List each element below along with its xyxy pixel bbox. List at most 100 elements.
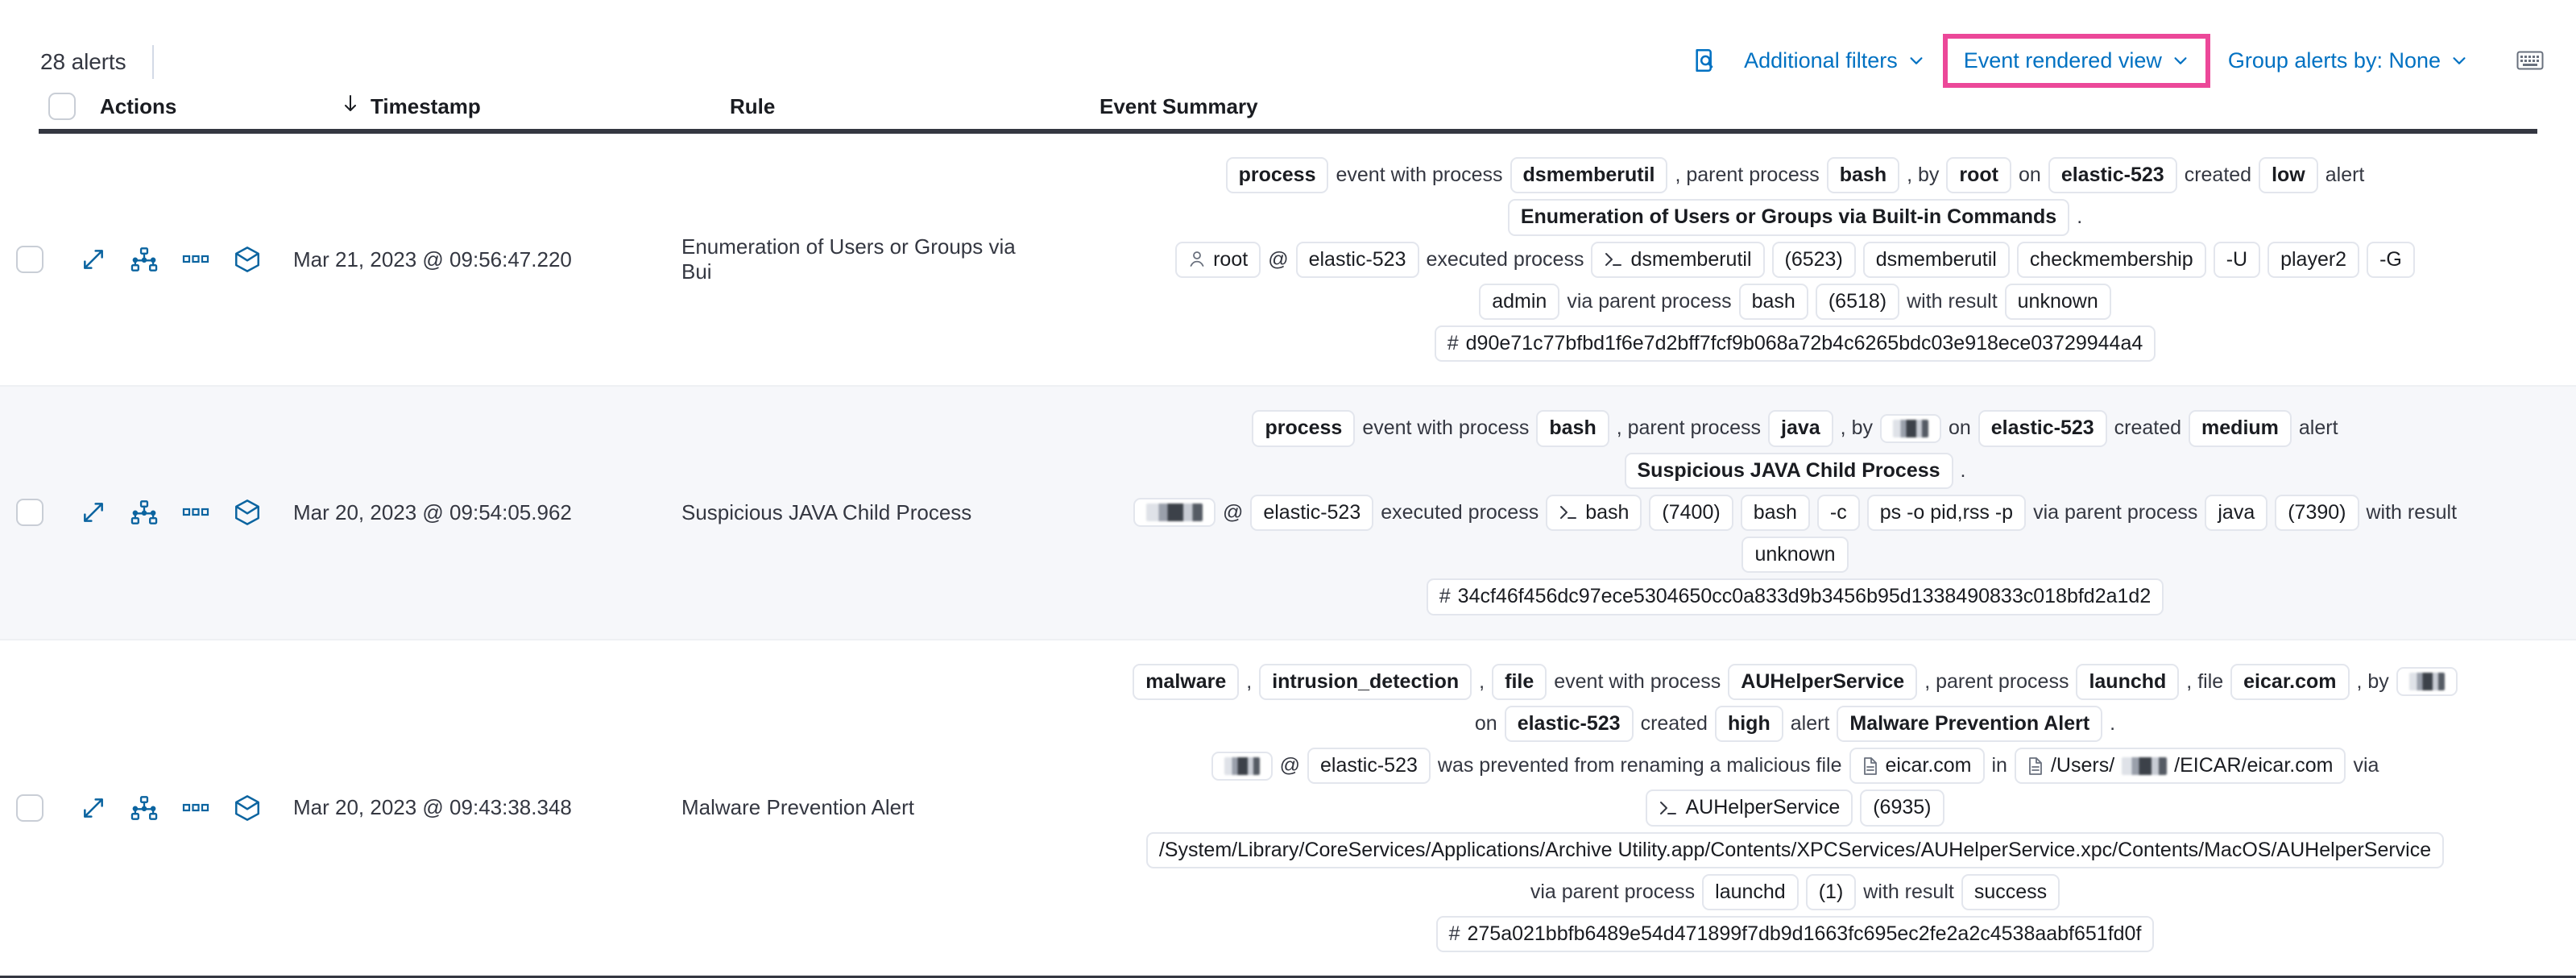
keyboard-icon[interactable]: [2516, 50, 2544, 71]
summary-text: on: [1475, 712, 1497, 736]
expand-icon[interactable]: [81, 499, 106, 525]
summary-pill[interactable]: malware: [1133, 664, 1239, 700]
row-select-checkbox[interactable]: [16, 794, 43, 822]
more-actions-icon[interactable]: [182, 252, 209, 267]
summary-pill[interactable]: java: [1768, 410, 1833, 446]
session-view-icon[interactable]: [234, 794, 261, 822]
summary-pill[interactable]: [2396, 667, 2458, 696]
summary-pill[interactable]: admin: [1479, 284, 1559, 320]
summary-text: , file: [2186, 670, 2223, 694]
summary-pill[interactable]: AUHelperService: [1646, 789, 1853, 826]
summary-pill[interactable]: eicar.com: [1849, 748, 1985, 784]
row-select-checkbox[interactable]: [16, 499, 43, 526]
additional-filters-label: Additional filters: [1744, 48, 1898, 73]
row-select-cell: [0, 134, 52, 385]
summary-pill[interactable]: AUHelperService: [1728, 664, 1917, 700]
summary-pill[interactable]: -G: [2367, 242, 2415, 278]
summary-pill[interactable]: elastic-523: [1978, 410, 2107, 446]
summary-pill[interactable]: (7390): [2275, 495, 2359, 531]
summary-text: via parent process: [2033, 501, 2197, 524]
summary-pill[interactable]: medium: [2189, 410, 2292, 446]
summary-pill[interactable]: elastic-523: [2048, 157, 2177, 193]
summary-pill-label: (7400): [1662, 500, 1720, 525]
column-header-actions[interactable]: Actions: [100, 94, 176, 119]
additional-filters-button[interactable]: Additional filters: [1731, 40, 1938, 81]
summary-pill[interactable]: (1): [1806, 874, 1857, 910]
summary-pill[interactable]: process: [1226, 157, 1329, 193]
summary-pill[interactable]: (6935): [1860, 789, 1944, 826]
select-all-checkbox[interactable]: [48, 93, 76, 120]
summary-pill[interactable]: bash: [1741, 495, 1810, 531]
summary-pill[interactable]: bash: [1739, 284, 1808, 320]
summary-pill[interactable]: bash: [1827, 157, 1899, 193]
summary-pill[interactable]: high: [1715, 706, 1783, 742]
summary-pill[interactable]: -c: [1817, 495, 1860, 531]
summary-pill[interactable]: [1880, 414, 1941, 443]
column-header-event-summary[interactable]: Event Summary: [1100, 94, 1258, 119]
summary-pill[interactable]: elastic-523: [1505, 706, 1634, 742]
summary-pill-label: elastic-523: [1309, 247, 1406, 272]
summary-pill[interactable]: elastic-523: [1250, 495, 1373, 531]
summary-pill[interactable]: -U: [2214, 242, 2260, 278]
summary-pill[interactable]: intrusion_detection: [1259, 664, 1472, 700]
summary-pill[interactable]: launchd: [2076, 664, 2179, 700]
summary-pill[interactable]: (6518): [1816, 284, 1899, 320]
summary-pill[interactable]: file: [1492, 664, 1547, 700]
summary-pill[interactable]: dsmemberutil: [1591, 242, 1764, 278]
summary-pill[interactable]: #34cf46f456dc97ece5304650cc0a833d9b3456b…: [1427, 578, 2164, 615]
expand-icon[interactable]: [81, 795, 106, 821]
summary-pill[interactable]: Suspicious JAVA Child Process: [1625, 453, 1953, 489]
summary-pill[interactable]: /Users//EICAR/eicar.com: [2015, 748, 2346, 784]
summary-pill[interactable]: bash: [1536, 410, 1609, 446]
summary-pill[interactable]: (6523): [1772, 242, 1856, 278]
summary-pill[interactable]: bash: [1546, 495, 1642, 531]
summary-pill[interactable]: dsmemberutil: [1510, 157, 1668, 193]
summary-pill[interactable]: elastic-523: [1296, 242, 1419, 278]
column-header-timestamp[interactable]: Timestamp: [342, 93, 481, 120]
redacted-value: [1893, 420, 1928, 437]
summary-pill[interactable]: java: [2205, 495, 2267, 531]
summary-pill[interactable]: root: [1175, 242, 1261, 278]
summary-pill[interactable]: ps -o pid,rss -p: [1867, 495, 2026, 531]
inspect-icon[interactable]: [1681, 40, 1731, 81]
summary-pill[interactable]: launchd: [1702, 874, 1799, 910]
summary-pill[interactable]: unknown: [2005, 284, 2111, 320]
row-select-checkbox[interactable]: [16, 246, 43, 273]
summary-pill[interactable]: Enumeration of Users or Groups via Built…: [1508, 199, 2069, 235]
summary-pill[interactable]: low: [2259, 157, 2318, 193]
summary-pill[interactable]: process: [1252, 410, 1355, 446]
event-rendered-view-button[interactable]: Event rendered view: [1951, 40, 2202, 81]
expand-icon[interactable]: [81, 247, 106, 272]
analyzer-icon[interactable]: [130, 795, 158, 821]
analyzer-icon[interactable]: [130, 499, 158, 525]
summary-pill[interactable]: player2: [2267, 242, 2359, 278]
group-alerts-by-button[interactable]: Group alerts by: None: [2215, 40, 2481, 81]
summary-pill[interactable]: #d90e71c77bfbd1f6e7d2bff7fcf9b068a72b4c6…: [1435, 325, 2156, 362]
summary-pill[interactable]: dsmemberutil: [1863, 242, 2010, 278]
session-view-icon[interactable]: [234, 499, 261, 526]
more-actions-icon[interactable]: [182, 801, 209, 815]
summary-pill[interactable]: elastic-523: [1307, 748, 1431, 784]
summary-pill[interactable]: checkmembership: [2017, 242, 2206, 278]
session-view-icon[interactable]: [234, 246, 261, 273]
summary-pill[interactable]: /System/Library/CoreServices/Application…: [1146, 832, 2444, 868]
summary-pill[interactable]: eicar.com: [2230, 664, 2349, 700]
summary-text: .: [2077, 205, 2082, 229]
summary-pill-label: checkmembership: [2030, 247, 2193, 272]
summary-pill[interactable]: (7400): [1649, 495, 1733, 531]
analyzer-icon[interactable]: [130, 247, 158, 272]
summary-pill[interactable]: Malware Prevention Alert: [1837, 706, 2102, 742]
summary-pill[interactable]: [1211, 752, 1273, 781]
summary-text: in: [1992, 754, 2007, 777]
summary-pill[interactable]: root: [1946, 157, 2011, 193]
summary-pill[interactable]: [1133, 498, 1216, 527]
group-alerts-by-label: Group alerts by: None: [2228, 48, 2441, 73]
summary-pill[interactable]: success: [1961, 874, 2060, 910]
summary-text: with result: [2367, 501, 2458, 524]
column-header-rule[interactable]: Rule: [730, 94, 775, 119]
summary-pill[interactable]: unknown: [1741, 537, 1848, 573]
more-actions-icon[interactable]: [182, 505, 209, 520]
